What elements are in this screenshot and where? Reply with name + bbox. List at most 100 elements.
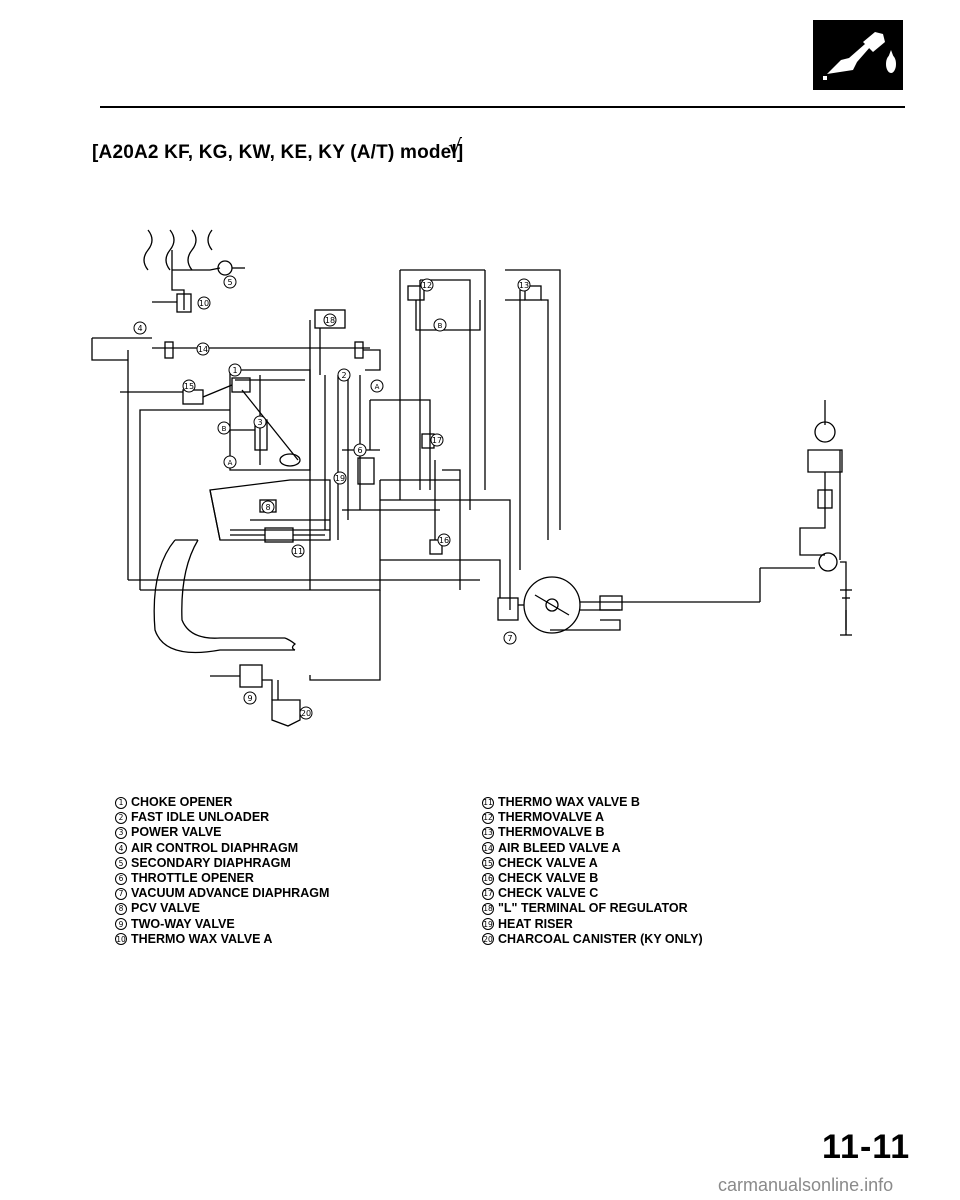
legend-number: 2 (115, 811, 127, 824)
legend-label: THROTTLE OPENER (131, 871, 254, 886)
svg-text:3: 3 (257, 418, 262, 427)
svg-text:14: 14 (198, 345, 208, 354)
callout-3: 3 (253, 415, 267, 429)
svg-text:12: 12 (422, 281, 432, 290)
svg-text:1: 1 (232, 366, 237, 375)
callout-12: 12 (420, 278, 434, 292)
legend-label: FAST IDLE UNLOADER (131, 810, 270, 825)
callout-16: 16 (437, 533, 451, 547)
svg-text:6: 6 (357, 446, 362, 455)
svg-text:A: A (375, 383, 380, 391)
legend-number: 17 (482, 887, 494, 900)
legend-number: 8 (115, 903, 127, 916)
legend-number: 11 (482, 796, 494, 809)
legend-number: 15 (482, 857, 494, 870)
legend-number: 9 (115, 918, 127, 931)
callout-14: 14 (196, 342, 210, 356)
svg-text:A: A (228, 459, 233, 467)
svg-text:8: 8 (265, 503, 270, 512)
legend-label: CHECK VALVE B (498, 871, 599, 886)
port-label-b-top: B (433, 318, 447, 332)
legend-item: 19 HEAT RISER (482, 917, 703, 932)
svg-text:2: 2 (341, 371, 346, 380)
legend-number: 19 (482, 918, 494, 931)
callout-7: 7 (503, 631, 517, 645)
legend-number: 5 (115, 857, 127, 870)
legend-label: CHECK VALVE A (498, 855, 598, 870)
legend-item: 18 "L" TERMINAL OF REGULATOR (482, 901, 703, 916)
page-number: 11-11 (822, 1128, 911, 1166)
svg-text:B: B (438, 322, 443, 330)
legend-number: 7 (115, 887, 127, 900)
legend-number: 13 (482, 827, 494, 839)
legend-label: TWO-WAY VALVE (131, 916, 235, 931)
legend-label: "L" TERMINAL OF REGULATOR (498, 901, 688, 916)
callout-4: 4 (133, 321, 147, 335)
svg-text:18: 18 (325, 316, 335, 325)
legend-number: 4 (115, 842, 127, 855)
svg-text:19: 19 (335, 474, 345, 483)
svg-text:10: 10 (199, 299, 209, 308)
svg-text:17: 17 (432, 436, 442, 445)
legend-number: 20 (482, 933, 494, 946)
callout-5: 5 (223, 275, 237, 289)
legend-item: 7 VACUUM ADVANCE DIAPHRAGM (115, 886, 329, 901)
legend-label: HEAT RISER (498, 916, 573, 931)
legend-item: 14 AIR BLEED VALVE A (482, 841, 703, 856)
legend-number: 12 (482, 811, 494, 824)
port-label-a-top: A (370, 379, 384, 393)
port-label-a-left: A (223, 455, 237, 469)
port-label-b-left: B (217, 421, 231, 435)
legend-label: THERMOVALVE A (498, 810, 605, 825)
legend-label: POWER VALVE (131, 825, 222, 840)
legend-number: 14 (482, 842, 494, 855)
legend-number: 16 (482, 872, 494, 885)
legend-label: THERMOVALVE B (498, 825, 605, 840)
legend-item: 5 SECONDARY DIAPHRAGM (115, 856, 329, 871)
svg-text:15: 15 (184, 382, 194, 391)
legend-item: 15 CHECK VALVE A (482, 856, 703, 871)
legend-number: 18 (482, 903, 494, 916)
legend-label: CHECK VALVE C (498, 886, 599, 901)
callout-6: 6 (353, 443, 367, 457)
svg-text:B: B (222, 425, 227, 433)
svg-text:4: 4 (137, 324, 142, 333)
callout-10: 10 (197, 296, 211, 310)
callout-8: 8 (261, 500, 275, 514)
callout-20: 20 (299, 706, 313, 720)
legend-label: AIR BLEED VALVE A (498, 840, 621, 855)
legend-item: 12 THERMOVALVE A (482, 810, 703, 825)
legend-item: 17 CHECK VALVE C (482, 886, 703, 901)
svg-text:5: 5 (227, 278, 232, 287)
vacuum-hose-diagram: 1 2 3 4 5 6 7 8 9 10 11 12 13 14 15 16 1… (91, 229, 852, 727)
svg-text:20: 20 (301, 709, 311, 718)
legend-item: 13 THERMOVALVE B (482, 825, 703, 840)
legend-label: CHOKE OPENER (131, 795, 233, 809)
callout-13: 13 (517, 278, 531, 292)
legend-number: 1 (115, 796, 127, 809)
legend-item: 2 FAST IDLE UNLOADER (115, 810, 329, 825)
callout-15: 15 (182, 379, 196, 393)
legend-number: 10 (115, 933, 127, 946)
svg-text:9: 9 (247, 694, 252, 703)
legend-item: 10 THERMO WAX VALVE A (115, 932, 329, 947)
callout-17: 17 (430, 433, 444, 447)
legend-label: SECONDARY DIAPHRAGM (131, 855, 291, 870)
svg-text:13: 13 (519, 281, 529, 290)
legend-label: VACUUM ADVANCE DIAPHRAGM (131, 886, 330, 901)
legend-item: 1 CHOKE OPENER (115, 795, 329, 810)
callout-18: 18 (323, 313, 337, 327)
legend-item: 9 TWO-WAY VALVE (115, 917, 329, 932)
legend-label: PCV VALVE (131, 901, 200, 916)
callout-19: 19 (333, 471, 347, 485)
callout-9: 9 (243, 691, 257, 705)
page-title: [A20A2 KF, KG, KW, KE, KY (A/T) model] (92, 142, 464, 163)
legend-label: THERMO WAX VALVE A (131, 931, 273, 946)
